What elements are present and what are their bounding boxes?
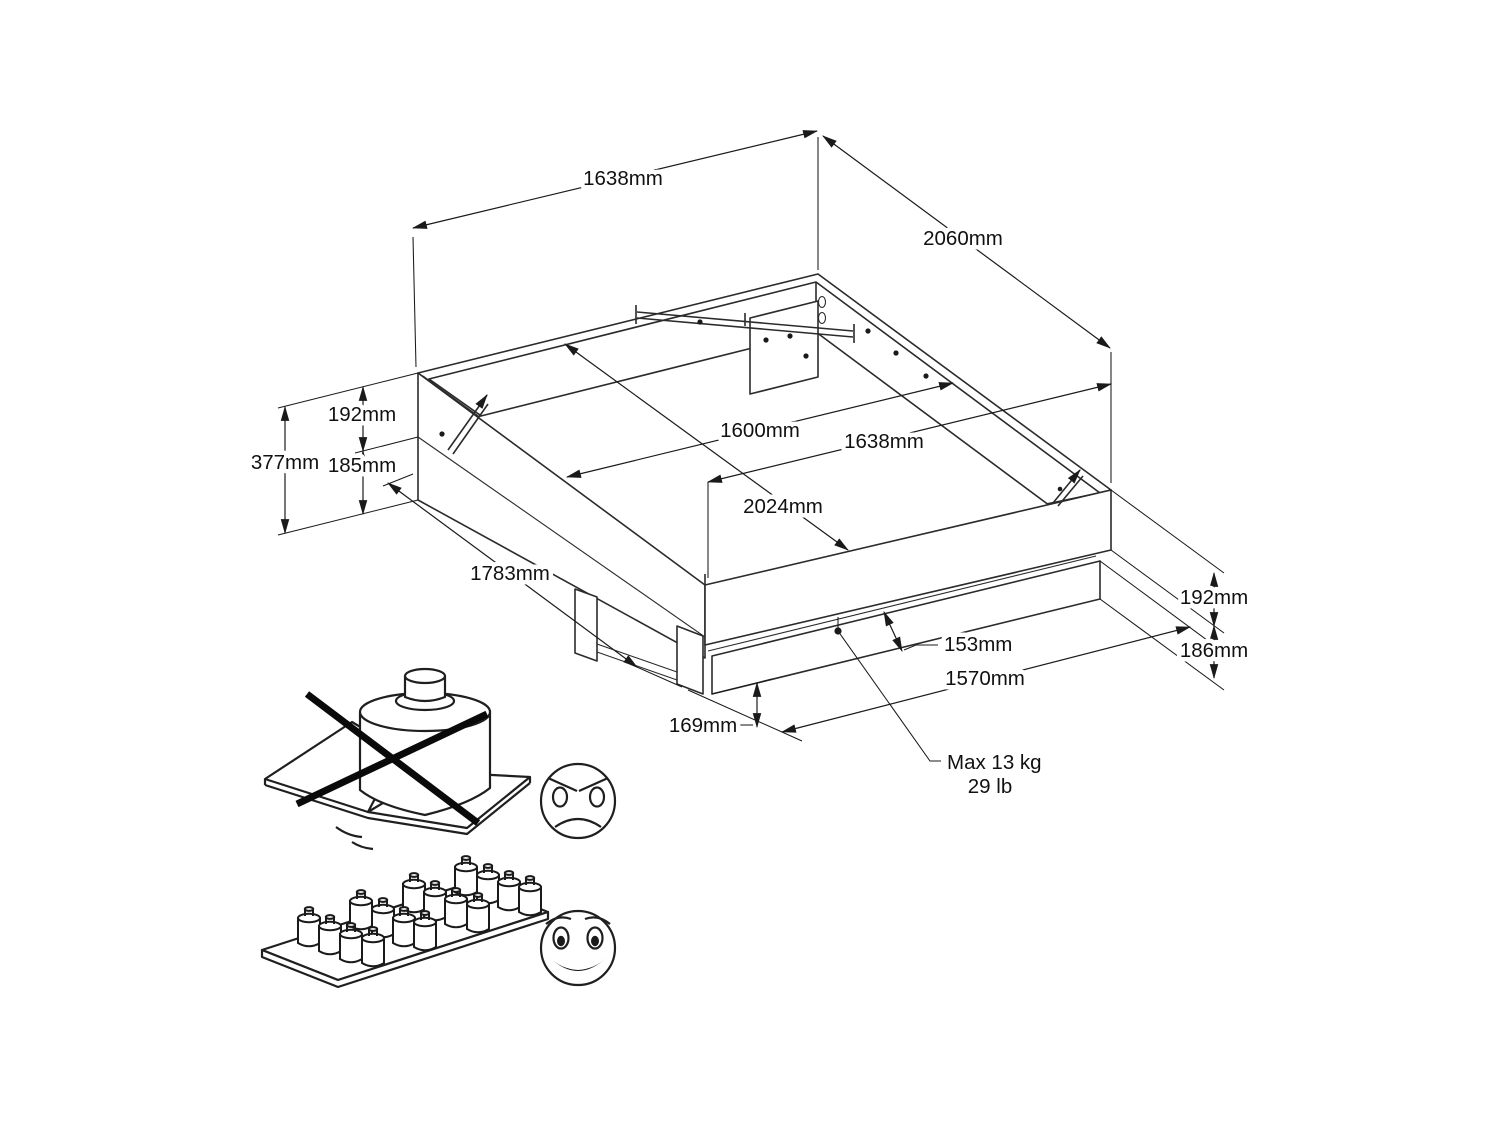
dim-line-length [822,135,1111,349]
dim-label-lower-rail: 185mm [328,454,396,477]
max-load-callout [834,617,941,762]
dim-label-side-rail: 1783mm [470,562,550,585]
dim-line-drawer-width [780,626,1192,733]
dim-label-drawer-height: 186mm [1180,639,1248,662]
dim-label-upper-rail: 192mm [328,403,396,426]
leg-front [676,625,704,695]
max-load-label-lb: 29 lb [968,775,1012,798]
dim-label-front-rail: 192mm [1180,586,1248,609]
angry-face-icon [539,762,617,840]
dim-label-outer-width: 1638mm [844,430,924,453]
leg-left [574,588,598,662]
bed-frame-outline [417,273,1112,695]
dim-label-inner-width: 1600mm [720,419,800,442]
dim-label-clearance: 169mm [669,714,737,737]
dim-label-drawer-width: 1570mm [945,667,1025,690]
dim-label-front-gap: 153mm [944,633,1012,656]
dim-line-top-width [411,130,819,229]
dim-line-front-gap [883,611,903,652]
dim-line-inner-length [564,343,849,551]
allowed-distributed-load-pictogram [260,855,617,989]
center-support-panel [749,300,819,395]
dim-label-total-height: 377mm [251,451,319,474]
dimension-labels: 1638mm 2060mm 377mm 192mm 185mm 1783mm 1… [246,163,1252,803]
prohibited-point-load-pictogram [263,667,617,851]
dim-line-side-rail [387,482,638,668]
happy-face-icon [539,909,617,987]
corner-bracket-left [439,394,489,455]
max-load-label-kg: Max 13 kg [947,751,1042,774]
dim-label-inner-length: 2024mm [743,495,823,518]
dimension-lines [277,130,1225,762]
dim-label-top-width: 1638mm [583,167,663,190]
prohibition-cross-icon [295,691,489,826]
dim-label-length: 2060mm [923,227,1003,250]
